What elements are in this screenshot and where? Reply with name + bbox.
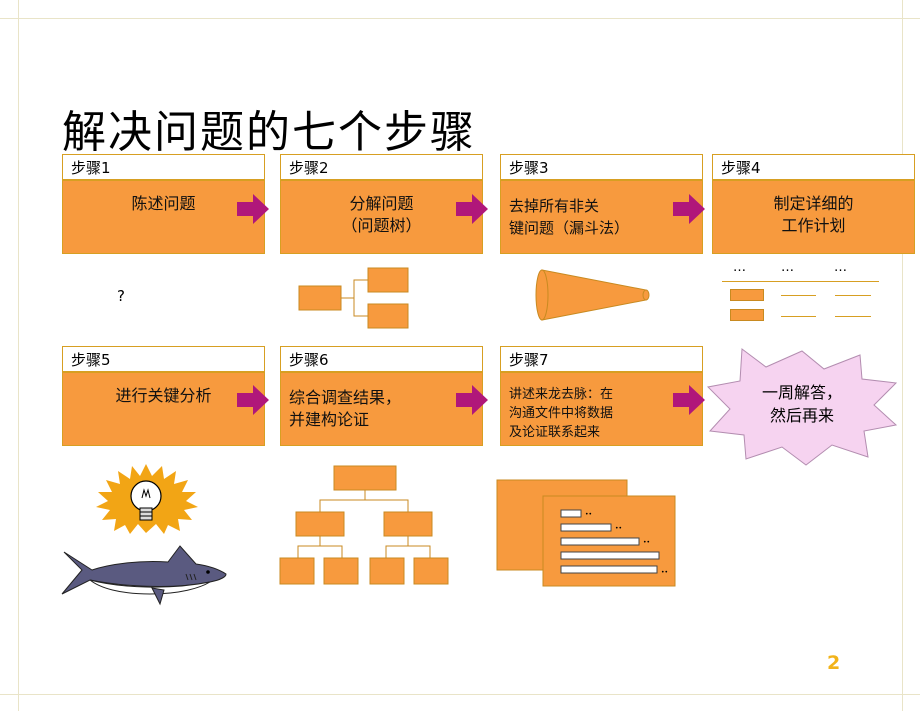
plan-dots: … bbox=[781, 260, 795, 275]
step-7-text: 讲述来龙去脉：在 沟通文件中将数据 及论证联系起来 bbox=[509, 387, 614, 440]
step-4-body: 制定详细的 工作计划 bbox=[712, 180, 915, 254]
shark-icon bbox=[61, 545, 227, 606]
step-2-header: 步骤2 bbox=[280, 154, 483, 180]
arrow-right-icon bbox=[456, 194, 488, 224]
funnel-icon bbox=[535, 269, 650, 321]
page-title: 解决问题的七个步骤 bbox=[62, 107, 476, 158]
step-4-header: 步骤4 bbox=[712, 154, 915, 180]
step-5-text: 进行关键分析 bbox=[115, 386, 212, 405]
step-2-box: 步骤2 分解问题 （问题树） bbox=[280, 154, 483, 254]
step-3-body: 去掉所有非关 键问题（漏斗法） bbox=[500, 180, 703, 254]
plan-dots: … bbox=[733, 260, 747, 275]
step-4-text: 制定详细的 工作计划 bbox=[773, 194, 854, 235]
step-1-box: 步骤1 陈述问题 bbox=[62, 154, 265, 254]
report-document-icon: •• •• •• •• bbox=[496, 479, 676, 587]
step-4-box: 步骤4 制定详细的 工作计划 bbox=[712, 154, 915, 254]
step-6-text: 综合调查结果， 并建构论证 bbox=[289, 388, 402, 429]
arrow-right-icon bbox=[237, 194, 269, 224]
step-7-body: 讲述来龙去脉：在 沟通文件中将数据 及论证联系起来 bbox=[500, 372, 703, 446]
step-7-header: 步骤7 bbox=[500, 346, 703, 372]
step-1-text: 陈述问题 bbox=[131, 194, 196, 213]
arrow-right-icon bbox=[673, 385, 705, 415]
lightbulb-icon bbox=[96, 464, 198, 534]
burst-text: 一周解答， 然后再来 bbox=[761, 383, 842, 425]
starburst-shape bbox=[706, 348, 898, 466]
page-number: 2 bbox=[827, 652, 841, 674]
step-5-header: 步骤5 bbox=[62, 346, 265, 372]
issue-tree-icon bbox=[298, 267, 409, 329]
step-6-body: 综合调查结果， 并建构论证 bbox=[280, 372, 483, 446]
svg-text:••: •• bbox=[615, 525, 622, 532]
question-mark: ? bbox=[117, 287, 125, 305]
step-6-header: 步骤6 bbox=[280, 346, 483, 372]
plan-dots: … bbox=[834, 260, 848, 275]
step-6-box: 步骤6 综合调查结果， 并建构论证 bbox=[280, 346, 483, 446]
arrow-right-icon bbox=[237, 385, 269, 415]
step-5-box: 步骤5 进行关键分析 bbox=[62, 346, 265, 446]
svg-text:••: •• bbox=[643, 539, 650, 546]
svg-text:••: •• bbox=[585, 511, 592, 518]
step-2-body: 分解问题 （问题树） bbox=[280, 180, 483, 254]
step-3-text: 去掉所有非关 键问题（漏斗法） bbox=[509, 197, 630, 237]
step-5-body: 进行关键分析 bbox=[62, 372, 265, 446]
argument-tree-icon bbox=[279, 465, 449, 585]
step-7-box: 步骤7 讲述来龙去脉：在 沟通文件中将数据 及论证联系起来 bbox=[500, 346, 703, 446]
step-3-header: 步骤3 bbox=[500, 154, 703, 180]
arrow-right-icon bbox=[673, 194, 705, 224]
step-1-header: 步骤1 bbox=[62, 154, 265, 180]
step-3-box: 步骤3 去掉所有非关 键问题（漏斗法） bbox=[500, 154, 703, 254]
step-2-text: 分解问题 （问题树） bbox=[341, 194, 422, 235]
svg-text:••: •• bbox=[661, 569, 668, 576]
arrow-right-icon bbox=[456, 385, 488, 415]
step-1-body: 陈述问题 bbox=[62, 180, 265, 254]
